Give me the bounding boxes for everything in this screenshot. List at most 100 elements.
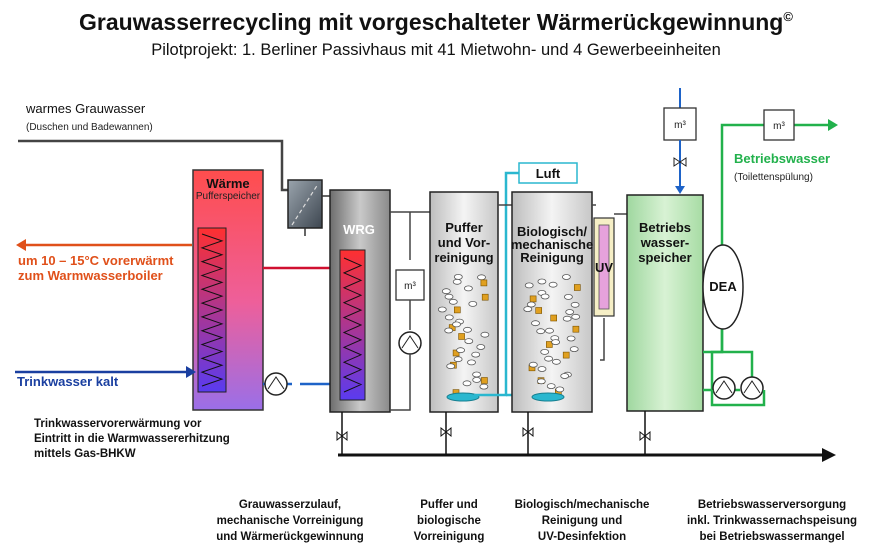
caption-1-line-2: mechanische Vorreinigung — [217, 515, 364, 527]
page-subtitle: Pilotprojekt: 1. Berliner Passivhaus mit… — [151, 41, 721, 59]
bio-label-2: mechanische — [511, 237, 593, 252]
air-bubble — [565, 309, 575, 315]
air-bubble — [468, 300, 478, 307]
service-water-note: (Toilettenspülung) — [734, 172, 813, 183]
air-bubble — [564, 293, 573, 300]
air-bubble — [544, 355, 553, 362]
air-bubble — [472, 376, 482, 383]
air-bubble — [536, 328, 546, 335]
air-bubble — [476, 344, 486, 350]
buffer-label-1: Puffer — [445, 220, 483, 235]
buffer-label-3: reinigung — [434, 250, 493, 265]
bio-tank: Biologisch/ mechanische Reinigung — [511, 191, 593, 413]
air-bubble — [453, 273, 463, 280]
air-bubble — [446, 363, 456, 370]
page-title: Grauwasserrecycling mit vorgeschalteter … — [79, 9, 783, 35]
sludge-particle — [545, 341, 553, 348]
sludge-particle — [573, 284, 581, 291]
buffer-aerator — [446, 392, 480, 402]
sludge-particle — [481, 377, 488, 384]
air-bubble — [467, 359, 476, 366]
caption-3-line-1: Biologisch/mechanische — [515, 499, 650, 511]
caption-2-line-1: Puffer und — [420, 499, 478, 511]
air-bubble — [569, 346, 579, 353]
cold-water-label: Trinkwasser kalt — [17, 374, 119, 389]
service-water-tank: Betriebs wasser- speicher — [626, 194, 704, 412]
air-bubble — [560, 373, 570, 379]
caption-stage-3: Biologisch/mechanische Reinigung und UV-… — [515, 499, 650, 543]
air-bubble — [471, 351, 481, 358]
air-bubble — [464, 338, 474, 345]
air-bubble — [531, 320, 540, 327]
sludge-particle — [481, 293, 489, 301]
air-supply: Luft — [474, 162, 578, 397]
caption-4-line-1: Betriebswasserversorgung — [698, 499, 846, 511]
air-bubble — [537, 278, 547, 285]
air-bubble — [545, 327, 554, 334]
air-bubble — [463, 285, 473, 292]
caption-2-line-3: Vorreinigung — [414, 531, 485, 543]
air-bubble — [444, 293, 454, 300]
caption-stage-2: Puffer und biologische Vorreinigung — [414, 499, 485, 543]
bio-aerator — [531, 392, 565, 402]
drinking-water-topup: m³ — [663, 88, 697, 194]
caption-4-line-3: bei Betriebswassermangel — [699, 531, 844, 543]
air-bubble — [524, 282, 534, 289]
air-bubble — [448, 298, 458, 305]
caption-1-line-1: Grauwasserzulauf, — [239, 499, 341, 511]
title-block: Grauwasserrecycling mit vorgeschalteter … — [79, 9, 793, 59]
air-bubble — [463, 326, 472, 333]
note-line-3: mittels Gas-BHKW — [34, 448, 136, 460]
air-bubble — [480, 331, 490, 338]
drain-valve-1-icon — [336, 430, 348, 442]
caption-3-line-3: UV-Desinfektion — [538, 531, 626, 543]
drain-valve-2-icon — [440, 426, 452, 438]
sludge-particle — [572, 325, 580, 333]
air-bubble — [551, 339, 560, 346]
air-bubble — [528, 361, 538, 368]
grey-water-note: (Duschen und Badewannen) — [26, 122, 153, 133]
air-bubble — [477, 274, 486, 281]
drain-valve-4-icon — [639, 430, 651, 442]
dea-unit: DEA — [702, 244, 766, 407]
caption-3-line-2: Reinigung und — [542, 515, 622, 527]
air-bubble — [570, 301, 580, 308]
wrg-meter-label: m³ — [404, 281, 416, 292]
air-bubble — [562, 274, 571, 280]
air-bubble — [437, 306, 447, 313]
copyright-mark: © — [783, 9, 793, 24]
uv-unit: UV — [592, 204, 628, 361]
air-bubble — [537, 366, 547, 372]
caption-2-line-2: biologische — [417, 515, 481, 527]
storage-title: Wärme — [206, 176, 249, 191]
service-label-1: Betriebs — [639, 220, 691, 235]
heat-storage-tank: Wärme Pufferspeicher — [192, 169, 264, 411]
pump-1-icon — [264, 372, 288, 396]
note-line-2: Eintritt in die Warmwassererhitzung — [34, 433, 230, 445]
pump-4-icon — [740, 376, 764, 400]
air-bubble — [462, 380, 472, 387]
storage-coil — [200, 233, 224, 387]
bio-label-1: Biologisch/ — [517, 224, 587, 239]
stage-captions: Grauwasserzulauf, mechanische Vorreinigu… — [216, 499, 857, 543]
pump-3-icon — [712, 376, 736, 400]
preheat-label-2: zum Warmwasserboiler — [18, 268, 163, 283]
sludge-particle — [562, 351, 570, 359]
air-bubble — [452, 278, 462, 285]
air-bubble — [548, 281, 558, 288]
air-bubble — [444, 327, 454, 334]
caption-stage-1: Grauwasserzulauf, mechanische Vorreinigu… — [216, 499, 364, 543]
preheated-outlet: um 10 – 15°C vorerwärmt zum Warmwasserbo… — [16, 239, 192, 283]
drain-line — [336, 411, 836, 462]
air-bubble — [444, 314, 454, 321]
wrg-meter: m³ — [390, 211, 430, 411]
bio-label-3: Reinigung — [520, 250, 584, 265]
service-water-label: Betriebswasser — [734, 151, 830, 166]
air-bubble — [472, 371, 482, 378]
air-bubble — [526, 301, 536, 308]
grey-water-label: warmes Grauwasser — [25, 101, 146, 116]
buffer-label-2: und Vor- — [438, 235, 490, 250]
air-bubble — [571, 313, 581, 320]
svg-text:Grauwasserrecycling mit vorges: Grauwasserrecycling mit vorgeschalteter … — [79, 9, 793, 35]
